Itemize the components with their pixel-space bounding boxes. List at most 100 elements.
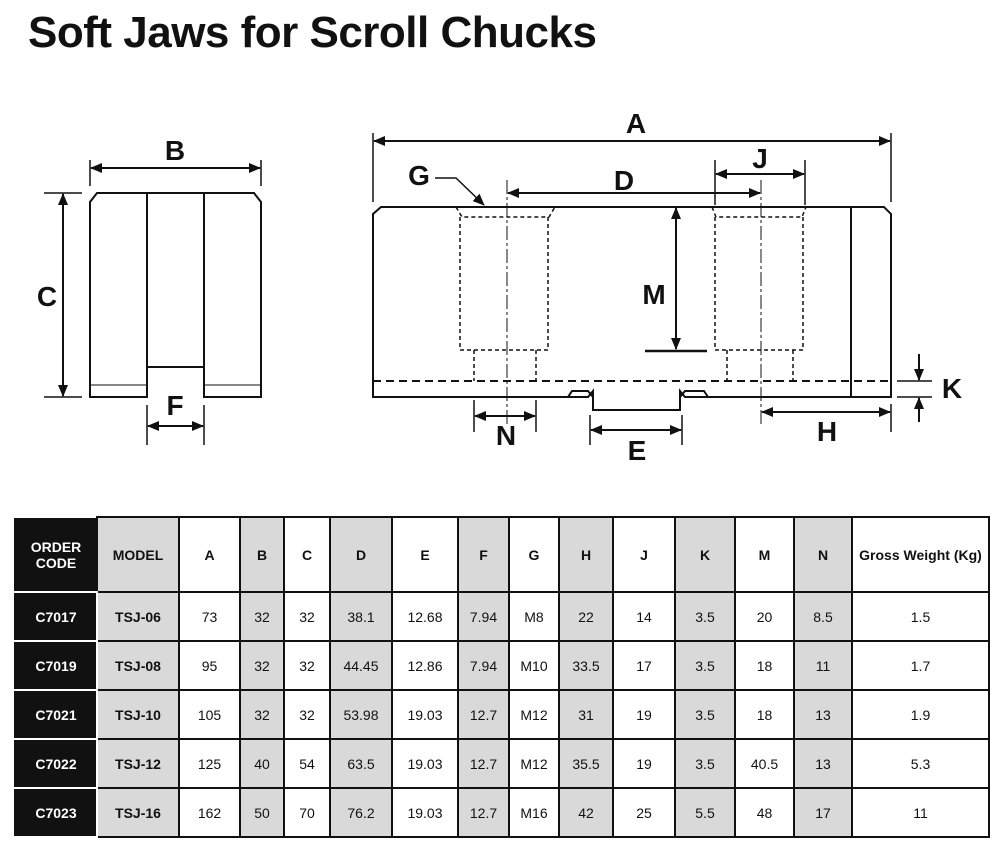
- label-b: B: [165, 135, 185, 166]
- cell-b: 32: [239, 689, 285, 740]
- cell-m: 48: [734, 787, 795, 838]
- cell-k: 3.5: [674, 640, 736, 691]
- cell-order-code: C7022: [14, 738, 98, 789]
- header-n: N: [793, 516, 853, 593]
- cell-e: 12.68: [391, 591, 459, 642]
- technical-drawing: B C F: [37, 108, 962, 466]
- cell-h: 22: [558, 591, 614, 642]
- cell-order-code: C7021: [14, 689, 98, 740]
- cell-d: 44.45: [329, 640, 393, 691]
- label-e: E: [628, 435, 647, 466]
- front-view: [372, 133, 932, 445]
- cell-model: TSJ-10: [96, 689, 180, 740]
- cell-m: 18: [734, 689, 795, 740]
- cell-b: 32: [239, 640, 285, 691]
- cell-b: 40: [239, 738, 285, 789]
- cell-j: 19: [612, 738, 676, 789]
- cell-c: 54: [283, 738, 331, 789]
- cell-d: 53.98: [329, 689, 393, 740]
- label-a: A: [626, 108, 646, 139]
- cell-m: 18: [734, 640, 795, 691]
- cell-d: 76.2: [329, 787, 393, 838]
- cell-gross-weight: 11: [851, 787, 990, 838]
- cell-gross-weight: 1.5: [851, 591, 990, 642]
- cell-h: 31: [558, 689, 614, 740]
- cell-j: 25: [612, 787, 676, 838]
- label-c: C: [37, 281, 57, 312]
- cell-g: M10: [508, 640, 560, 691]
- cell-m: 20: [734, 591, 795, 642]
- cell-f: 7.94: [457, 640, 510, 691]
- header-a: A: [178, 516, 241, 593]
- cell-c: 32: [283, 689, 331, 740]
- cell-e: 19.03: [391, 738, 459, 789]
- cell-b: 50: [239, 787, 285, 838]
- cell-j: 14: [612, 591, 676, 642]
- cell-e: 19.03: [391, 787, 459, 838]
- cell-model: TSJ-16: [96, 787, 180, 838]
- page-title: Soft Jaws for Scroll Chucks: [28, 8, 597, 57]
- cell-b: 32: [239, 591, 285, 642]
- label-d: D: [614, 165, 634, 196]
- label-m: M: [642, 279, 665, 310]
- cell-f: 12.7: [457, 738, 510, 789]
- cell-a: 162: [178, 787, 241, 838]
- cell-k: 3.5: [674, 689, 736, 740]
- label-g: G: [408, 160, 430, 191]
- label-k: K: [942, 373, 962, 404]
- cell-g: M16: [508, 787, 560, 838]
- label-h: H: [817, 416, 837, 447]
- cell-e: 19.03: [391, 689, 459, 740]
- cell-g: M12: [508, 738, 560, 789]
- header-b: B: [239, 516, 285, 593]
- cell-gross-weight: 5.3: [851, 738, 990, 789]
- header-model: MODEL: [96, 516, 180, 593]
- cell-f: 12.7: [457, 787, 510, 838]
- cell-model: TSJ-08: [96, 640, 180, 691]
- cell-f: 7.94: [457, 591, 510, 642]
- cell-j: 19: [612, 689, 676, 740]
- header-d: D: [329, 516, 393, 593]
- header-gross-weight: Gross Weight (Kg): [851, 516, 990, 593]
- header-row: ORDER CODE MODEL A B C D E F G H J K M N…: [14, 516, 990, 593]
- side-view: [44, 160, 262, 445]
- cell-h: 42: [558, 787, 614, 838]
- cell-n: 17: [793, 787, 853, 838]
- cell-gross-weight: 1.7: [851, 640, 990, 691]
- header-m: M: [734, 516, 795, 593]
- cell-k: 3.5: [674, 591, 736, 642]
- cell-c: 32: [283, 591, 331, 642]
- cell-order-code: C7019: [14, 640, 98, 691]
- cell-order-code: C7023: [14, 787, 98, 838]
- cell-k: 5.5: [674, 787, 736, 838]
- cell-k: 3.5: [674, 738, 736, 789]
- header-e: E: [391, 516, 459, 593]
- spec-table: ORDER CODE MODEL A B C D E F G H J K M N…: [14, 516, 990, 838]
- spec-table-header: ORDER CODE MODEL A B C D E F G H J K M N…: [14, 516, 990, 593]
- cell-order-code: C7017: [14, 591, 98, 642]
- cell-d: 38.1: [329, 591, 393, 642]
- cell-n: 11: [793, 640, 853, 691]
- label-j: J: [752, 143, 768, 174]
- header-h: H: [558, 516, 614, 593]
- cell-a: 73: [178, 591, 241, 642]
- cell-h: 33.5: [558, 640, 614, 691]
- label-n: N: [496, 420, 516, 451]
- cell-d: 63.5: [329, 738, 393, 789]
- header-g: G: [508, 516, 560, 593]
- label-f: F: [166, 390, 183, 421]
- cell-a: 95: [178, 640, 241, 691]
- header-f: F: [457, 516, 510, 593]
- cell-f: 12.7: [457, 689, 510, 740]
- cell-model: TSJ-06: [96, 591, 180, 642]
- g-leader: [435, 177, 485, 206]
- cell-e: 12.86: [391, 640, 459, 691]
- cell-j: 17: [612, 640, 676, 691]
- cell-a: 105: [178, 689, 241, 740]
- cell-m: 40.5: [734, 738, 795, 789]
- cell-gross-weight: 1.9: [851, 689, 990, 740]
